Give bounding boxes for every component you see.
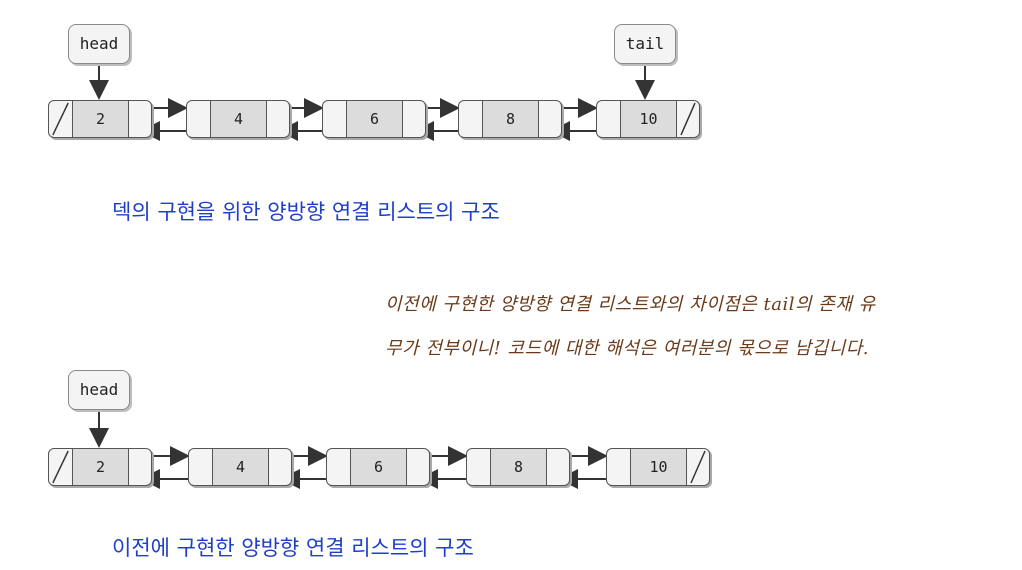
node-value: 2 [73, 101, 129, 137]
head-label-bottom: head [79, 380, 119, 399]
list-node: 10 [606, 448, 710, 486]
list-node: 6 [326, 448, 430, 486]
prev-pointer-cell [607, 449, 631, 485]
prev-pointer-cell [49, 101, 73, 137]
top-caption: 덱의 구현을 위한 양방향 연결 리스트의 구조 [112, 200, 500, 224]
prev-pointer-cell [467, 449, 491, 485]
next-pointer-cell [269, 449, 291, 485]
node-value: 2 [73, 449, 129, 485]
list-node: 8 [466, 448, 570, 486]
list-node: 8 [458, 100, 562, 138]
prev-pointer-cell [327, 449, 351, 485]
next-pointer-cell [129, 101, 151, 137]
next-pointer-cell [677, 101, 699, 137]
list-node: 10 [596, 100, 700, 138]
bottom-caption: 이전에 구현한 양방향 연결 리스트의 구조 [112, 536, 474, 560]
list-node: 6 [322, 100, 426, 138]
list-node: 2 [48, 448, 152, 486]
list-node: 4 [186, 100, 290, 138]
prev-pointer-cell [597, 101, 621, 137]
next-pointer-cell [267, 101, 289, 137]
head-pointer-box: head [68, 24, 130, 64]
node-value: 10 [621, 101, 677, 137]
next-pointer-cell [407, 449, 429, 485]
note-line-1: 이전에 구현한 양방향 연결 리스트와의 차이점은 tail의 존재 유 [385, 294, 876, 315]
node-value: 10 [631, 449, 687, 485]
next-pointer-cell [539, 101, 561, 137]
head-label: head [79, 34, 119, 53]
node-value: 8 [483, 101, 539, 137]
node-value: 4 [213, 449, 269, 485]
note-line-2: 무가 전부이니! 코드에 대한 해석은 여러분의 몫으로 남깁니다. [385, 338, 870, 359]
next-pointer-cell [129, 449, 151, 485]
next-pointer-cell [687, 449, 709, 485]
head-pointer-box-bottom: head [68, 370, 130, 410]
list-node: 2 [48, 100, 152, 138]
next-pointer-cell [547, 449, 569, 485]
list-node: 4 [188, 448, 292, 486]
node-value: 8 [491, 449, 547, 485]
prev-pointer-cell [189, 449, 213, 485]
node-value: 6 [347, 101, 403, 137]
node-value: 4 [211, 101, 267, 137]
tail-label: tail [625, 34, 665, 53]
prev-pointer-cell [323, 101, 347, 137]
prev-pointer-cell [49, 449, 73, 485]
next-pointer-cell [403, 101, 425, 137]
tail-pointer-box: tail [614, 24, 676, 64]
node-value: 6 [351, 449, 407, 485]
prev-pointer-cell [187, 101, 211, 137]
prev-pointer-cell [459, 101, 483, 137]
